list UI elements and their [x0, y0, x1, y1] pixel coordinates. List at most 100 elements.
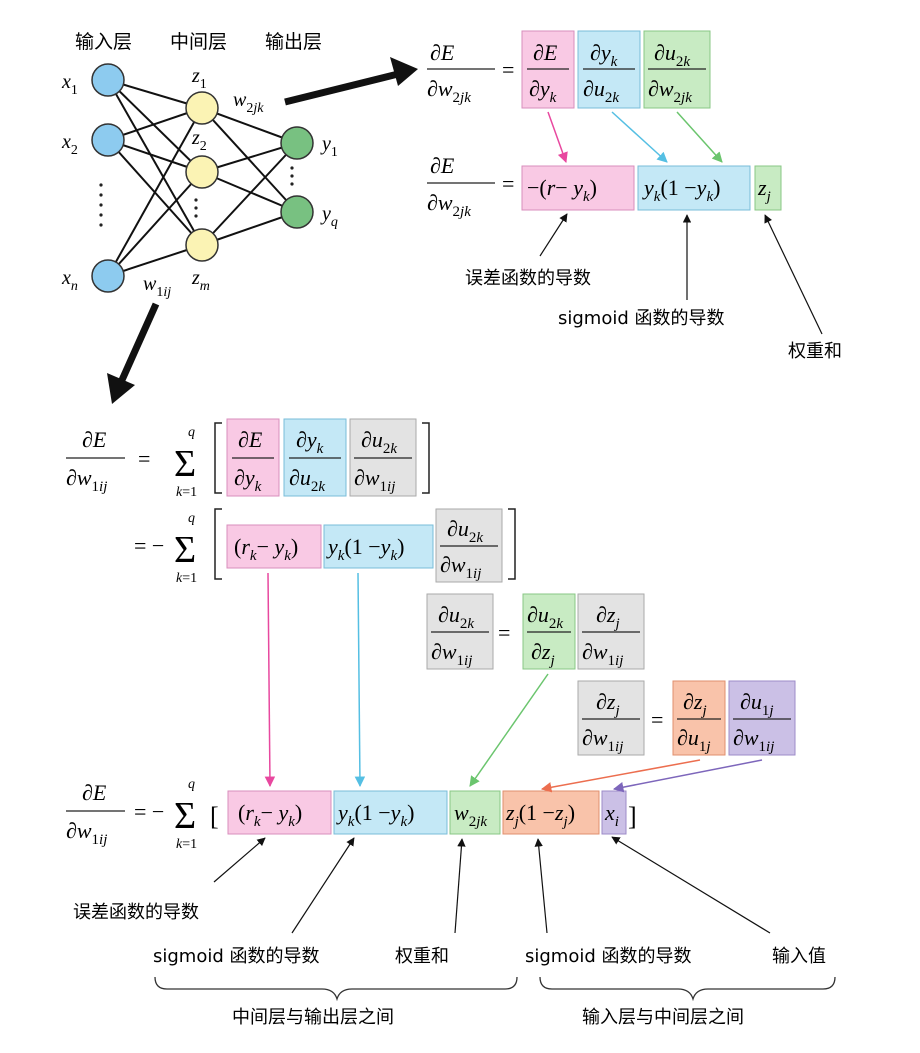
annotation-error-derivative: 误差函数的导数: [465, 268, 591, 289]
svg-text:∂E: ∂E: [82, 780, 107, 805]
svg-text:q: q: [188, 425, 195, 440]
node-label-x2: x2: [61, 131, 78, 158]
svg-text:(rk− yk): (rk− yk): [234, 534, 298, 564]
input-node: [91, 63, 125, 97]
input-ellipsis: [99, 183, 103, 227]
svg-text:∂w1ij: ∂w1ij: [440, 552, 481, 582]
svg-text:yk(1 −yk): yk(1 −yk): [642, 175, 720, 205]
hidden-node: [185, 91, 219, 125]
result-box-orange: [502, 790, 600, 835]
network-diagram: 输入层 中间层 输出层 x1 x2 xn z1 z2 zm y1: [61, 31, 418, 404]
svg-text:∂u2k: ∂u2k: [583, 76, 619, 106]
svg-text:∂w1ij: ∂w1ij: [66, 465, 107, 495]
result-box-pink: [226, 524, 322, 569]
input-nodes: [91, 63, 125, 293]
result-box-purple: [601, 790, 627, 835]
svg-text:k=1: k=1: [176, 485, 197, 500]
svg-text:yk(1 −yk): yk(1 −yk): [326, 534, 404, 564]
svg-text:∂yk: ∂yk: [529, 76, 557, 106]
weight-label-w2jk: w2jk: [233, 89, 264, 116]
hidden-layer-label: 中间层: [170, 31, 227, 53]
svg-text:∂w2jk: ∂w2jk: [427, 190, 471, 220]
svg-text:∂u2k: ∂u2k: [438, 602, 474, 632]
svg-text:∂E: ∂E: [533, 40, 558, 65]
node-label-x1: x1: [61, 71, 78, 98]
annotation-weighted-sum: 权重和: [395, 946, 449, 967]
result-box-blue: [323, 524, 434, 569]
svg-text:k=1: k=1: [176, 571, 197, 586]
hidden-ellipsis: [194, 198, 198, 218]
arrow-head: [390, 57, 418, 86]
svg-text:=: =: [502, 57, 514, 82]
svg-text:=: =: [502, 171, 514, 196]
svg-text:∂zj: ∂zj: [683, 689, 707, 719]
svg-text:=: =: [651, 707, 663, 732]
output-node: [280, 195, 314, 229]
svg-text:∂w1ij: ∂w1ij: [431, 639, 472, 669]
output-ellipsis: [290, 166, 294, 186]
annotation-weighted-sum: 权重和: [788, 341, 842, 362]
svg-text:∂u2k: ∂u2k: [654, 40, 690, 70]
svg-text:∂zj: ∂zj: [596, 602, 620, 632]
svg-text:zj: zj: [757, 175, 771, 205]
svg-text:−(r− yk): −(r− yk): [527, 175, 597, 205]
result-box-blue: [333, 790, 448, 835]
svg-text:Σ: Σ: [174, 443, 196, 485]
svg-text:q: q: [188, 777, 195, 792]
svg-text:yk(1 −yk): yk(1 −yk): [336, 800, 414, 830]
svg-text:w2jk: w2jk: [454, 800, 487, 830]
hidden-node: [185, 228, 219, 262]
svg-text:xi: xi: [604, 800, 619, 830]
svg-text:∂yk: ∂yk: [296, 427, 324, 457]
svg-text:zj(1 −zj): zj(1 −zj): [505, 800, 575, 830]
result-box-pink: [521, 165, 635, 211]
term-box-purple: [728, 680, 796, 756]
svg-text:∂E: ∂E: [430, 153, 455, 178]
term-box-gray: [577, 680, 645, 756]
svg-text:∂w2jk: ∂w2jk: [427, 76, 471, 106]
hidden-layer-formula: ∂E ∂w1ij = q Σ k=1 ∂E ∂yk ∂yk ∂u2k ∂u2k …: [66, 418, 796, 934]
arrow-to-output-formula: [284, 70, 399, 106]
node-label-y1: y1: [320, 133, 338, 160]
node-label-z2: z2: [191, 127, 207, 154]
annotation-error-derivative: 误差函数的导数: [73, 902, 199, 923]
svg-text:∂w2jk: ∂w2jk: [648, 76, 692, 106]
term-box-orange: [672, 680, 726, 756]
hidden-nodes: [185, 91, 219, 262]
weight-label-w1ij: w1ij: [143, 273, 171, 300]
svg-text:∂w1ij: ∂w1ij: [354, 465, 395, 495]
output-nodes: [280, 126, 314, 229]
svg-text:=: =: [138, 446, 150, 471]
svg-text:∂u1j: ∂u1j: [740, 689, 774, 719]
brace-left: [154, 976, 518, 1002]
output-layer-label: 输出层: [265, 31, 322, 53]
svg-text:[: [: [210, 802, 219, 831]
svg-text:∂u1j: ∂u1j: [677, 725, 711, 755]
svg-text:= −: = −: [134, 799, 164, 824]
svg-text:∂w1ij: ∂w1ij: [66, 818, 107, 848]
svg-text:q: q: [188, 511, 195, 526]
annotation-sigmoid-derivative: sigmoid 函数的导数: [153, 946, 320, 967]
svg-text:∂w1ij: ∂w1ij: [582, 639, 623, 669]
svg-text:=: =: [498, 620, 510, 645]
svg-text:∂w1ij: ∂w1ij: [733, 725, 774, 755]
result-box-blue: [637, 165, 751, 211]
input-node: [91, 123, 125, 157]
svg-text:= −: = −: [134, 533, 164, 558]
svg-text:∂u2k: ∂u2k: [447, 516, 483, 546]
brace-right: [539, 976, 836, 1002]
svg-text:∂yk: ∂yk: [590, 40, 618, 70]
output-layer-formula: ∂E ∂w2jk = ∂E ∂yk ∂yk ∂u2k ∂u2k ∂w2jk ∂E…: [427, 30, 823, 335]
svg-text:k=1: k=1: [176, 837, 197, 852]
brace-label-left: 中间层与输出层之间: [232, 1007, 394, 1028]
hidden-node: [185, 155, 219, 189]
brace-label-right: 输入层与中间层之间: [582, 1007, 744, 1028]
arrow-to-hidden-formula: [118, 302, 160, 382]
svg-text:∂u2k: ∂u2k: [361, 427, 397, 457]
input-node: [91, 259, 125, 293]
annotation-sigmoid-derivative: sigmoid 函数的导数: [525, 946, 692, 967]
svg-text:Σ: Σ: [174, 795, 196, 837]
node-label-zm: zm: [191, 267, 210, 294]
result-box-pink: [227, 790, 332, 835]
